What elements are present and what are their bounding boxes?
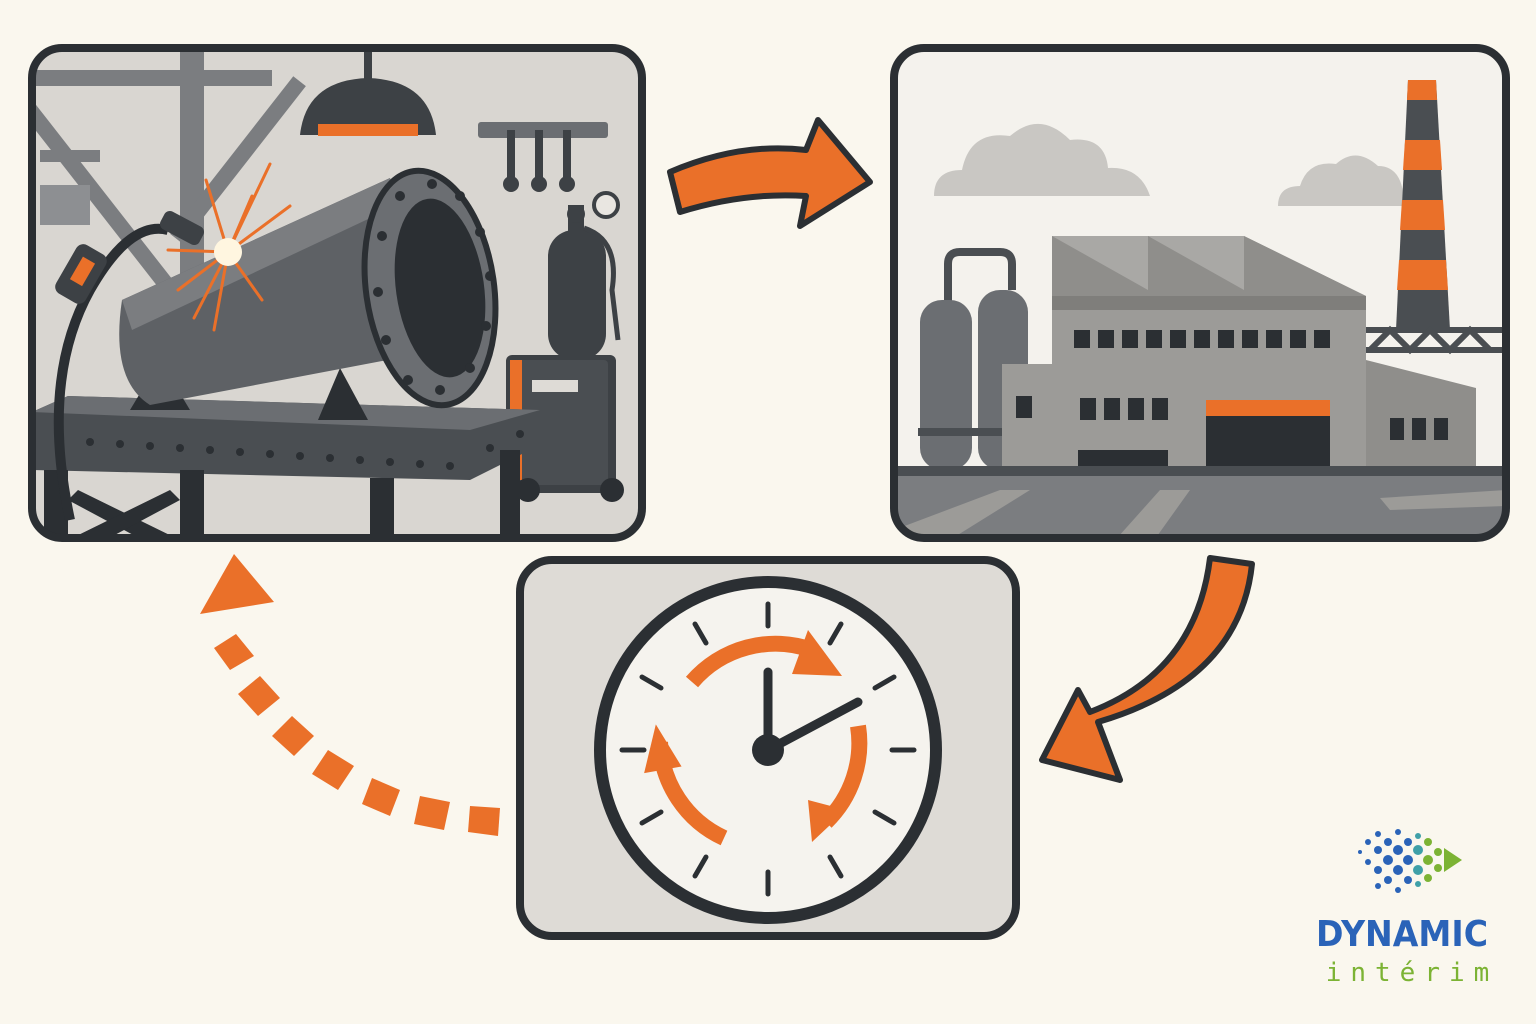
cloud-icon bbox=[934, 123, 1404, 206]
weld-flash bbox=[214, 238, 242, 266]
ceiling-lamp-icon bbox=[300, 48, 436, 136]
panel-time-cycle bbox=[516, 556, 1020, 940]
fence-ground bbox=[894, 466, 1506, 538]
tool-rack-icon bbox=[478, 122, 608, 192]
chimney-icon bbox=[1396, 80, 1450, 330]
factory-icon bbox=[1002, 236, 1476, 476]
welding-torch-icon bbox=[53, 210, 205, 522]
panel-welding-workshop bbox=[28, 44, 646, 542]
truss-icon bbox=[1360, 325, 1506, 355]
clock-icon bbox=[594, 576, 942, 924]
brand-name: DYNAMIC bbox=[1315, 914, 1489, 955]
brand-logo-icon bbox=[1358, 829, 1462, 893]
panel-factory-site bbox=[890, 44, 1510, 542]
arrow-clock-to-workshop-dashed bbox=[200, 554, 500, 836]
gas-cylinder-icon bbox=[548, 191, 621, 360]
brand-tagline: intérim bbox=[1325, 958, 1499, 988]
arrow-workshop-to-factory bbox=[667, 117, 873, 229]
brand-logo: DYNAMIC intérim bbox=[1300, 818, 1520, 998]
pipe-flange-icon bbox=[119, 167, 499, 420]
arrow-factory-to-clock bbox=[1039, 555, 1255, 783]
workbench-icon bbox=[32, 396, 540, 538]
